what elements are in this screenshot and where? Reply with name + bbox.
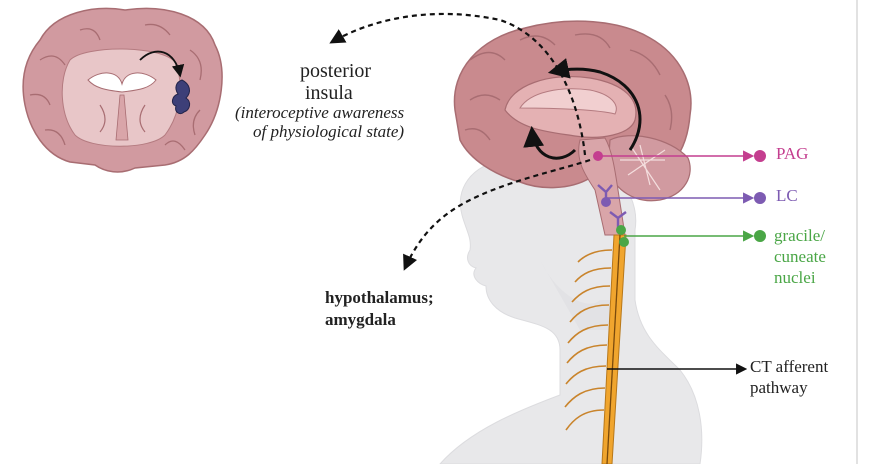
insula-label-line1: posterior bbox=[300, 60, 371, 83]
gracile-label-line3: nuclei bbox=[774, 268, 816, 288]
gracile-label-line1: gracile/ bbox=[774, 226, 825, 246]
insula-note-line1: (interoceptive awareness bbox=[235, 103, 404, 123]
body-silhouette bbox=[440, 160, 702, 464]
ct-afferent-label-line2: pathway bbox=[750, 378, 808, 398]
lc-label: LC bbox=[776, 186, 798, 206]
hypothalamus-label-line2: amygdala bbox=[325, 310, 396, 330]
insula-label-line2: insula bbox=[305, 82, 353, 105]
insula-note-line2: of physiological state) bbox=[253, 122, 404, 142]
ct-afferent-label-line1: CT afferent bbox=[750, 357, 828, 377]
hypothalamus-label-line1: hypothalamus; bbox=[325, 288, 434, 308]
gracile-connection bbox=[616, 225, 766, 247]
pag-label: PAG bbox=[776, 144, 808, 164]
brain-coronal-section bbox=[23, 8, 222, 172]
gracile-label-line2: cuneate bbox=[774, 247, 826, 267]
